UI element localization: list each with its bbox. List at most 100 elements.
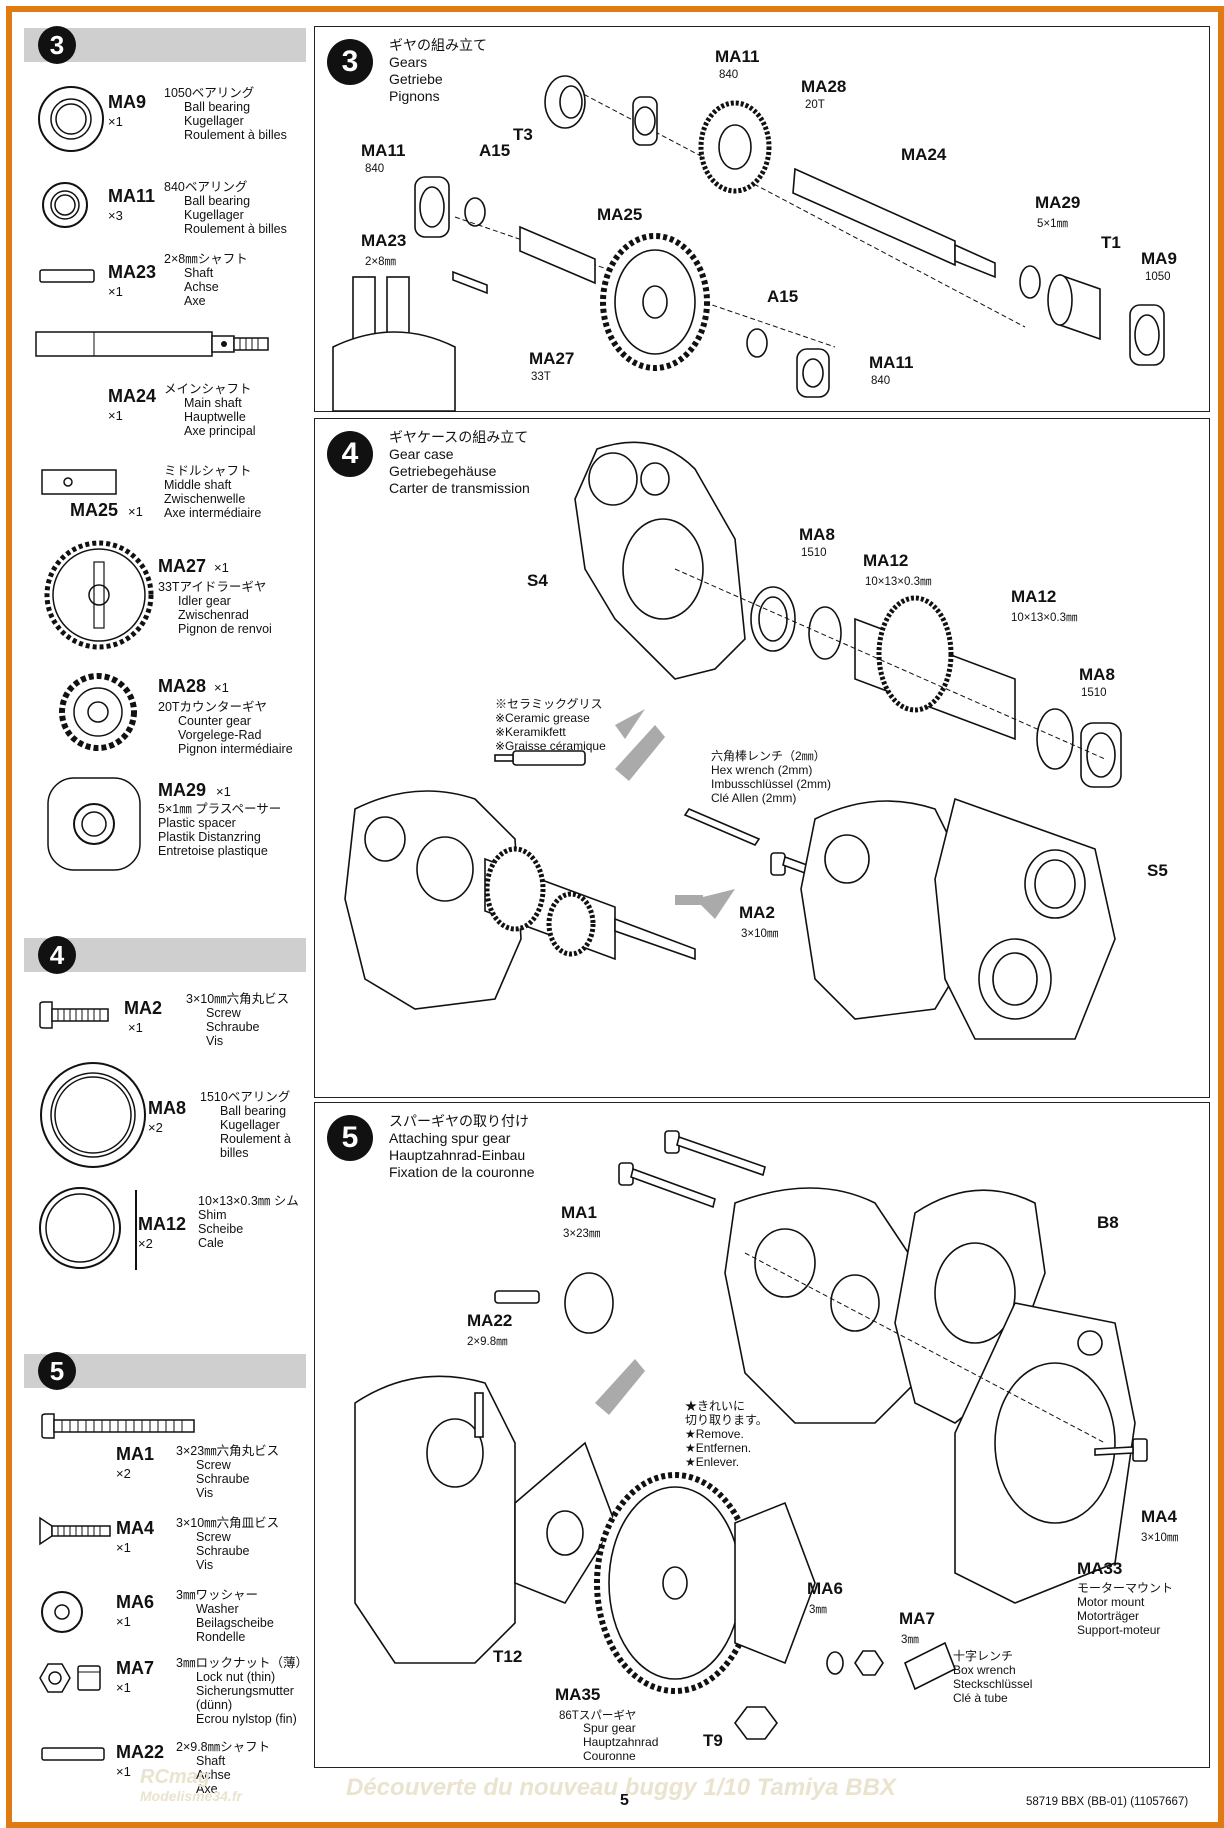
part-code: MA12 <box>138 1214 187 1234</box>
part-code: MA1 <box>116 1444 155 1464</box>
plastic-spacer-icon <box>47 777 141 871</box>
part-qty: ×1 <box>108 284 123 299</box>
label-ma27: MA27 <box>529 349 575 368</box>
step-number: 3 <box>327 39 373 85</box>
label-ma7-sub: 3㎜ <box>901 1634 919 1646</box>
part-qty: ×1 <box>116 1764 131 1779</box>
countersunk-screw-icon <box>39 1516 111 1546</box>
middle-shaft-icon <box>41 469 117 495</box>
label-ma2-sub: 3×10㎜ <box>741 928 779 940</box>
label-ma12-sub: 10×13×0.3㎜ <box>1011 612 1078 624</box>
watermark-site: Modelisme34.fr <box>140 1788 242 1804</box>
label-ma1-sub: 3×23㎜ <box>563 1228 601 1240</box>
hex-wrench-note: 六角棒レンチ（2㎜）Hex wrench (2mm)Imbusschlüssel… <box>711 749 832 805</box>
part-code: MA24 <box>108 386 157 406</box>
part-code: MA11 <box>108 186 156 206</box>
label-ma23-sub: 2×8㎜ <box>365 256 397 268</box>
label-t1: T1 <box>1101 233 1121 252</box>
part-code: MA25 <box>70 500 119 520</box>
section-number: 5 <box>38 1352 76 1390</box>
label-ma24: MA24 <box>901 145 947 164</box>
part-qty: ×2 <box>138 1236 153 1251</box>
part-qty: ×1 <box>108 408 123 423</box>
label-ma11: MA11 <box>361 141 406 160</box>
gear-case-exploded-diagram <box>344 441 1122 1040</box>
ball-bearing-icon <box>42 182 88 228</box>
idler-gear-icon <box>44 540 154 650</box>
part-code: MA23 <box>108 262 157 282</box>
label-ma35-sub: 86Tスパーギヤ <box>559 1710 637 1722</box>
part-code: MA6 <box>116 1592 155 1612</box>
part-qty: ×1 <box>128 504 143 519</box>
label-ma22: MA22 <box>467 1311 513 1330</box>
spur-gear-exploded-diagram <box>354 1130 1148 1740</box>
part-qty: ×1 <box>116 1680 131 1695</box>
shim-icon <box>39 1187 137 1270</box>
label-a15: A15 <box>767 287 799 306</box>
part-desc: 3㎜ロックナット（薄）Lock nut (thin)Sicherungsmutt… <box>176 1656 308 1726</box>
label-ma12: MA12 <box>863 551 909 570</box>
part-qty: ×1 <box>216 784 231 799</box>
label-ma1: MA1 <box>561 1203 597 1222</box>
section-bar-3: 3 <box>24 26 306 64</box>
label-ma7: MA7 <box>899 1609 935 1628</box>
label-ma8-sub: 1510 <box>1081 687 1107 699</box>
part-qty: ×1 <box>108 114 123 129</box>
label-ma8: MA8 <box>799 525 835 544</box>
step-number: 5 <box>327 1115 373 1161</box>
label-t3: T3 <box>513 125 533 144</box>
label-ma27-sub: 33T <box>531 371 551 383</box>
ball-bearing-icon <box>40 1062 146 1168</box>
label-ma11-sub: 840 <box>719 69 739 81</box>
part-code: MA22 <box>116 1742 165 1762</box>
label-ma6: MA6 <box>807 1579 843 1598</box>
screw-icon <box>41 1413 195 1439</box>
shaft-icon <box>39 269 95 283</box>
label-ma28: MA28 <box>801 77 847 96</box>
label-t12: T12 <box>493 1647 523 1666</box>
part-code: MA2 <box>124 998 163 1018</box>
main-shaft-icon <box>35 331 269 357</box>
product-code: 58719 BBX (BB-01) (11057667) <box>1026 1796 1189 1808</box>
label-ma4-sub: 3×10㎜ <box>1141 1532 1179 1544</box>
label-ma11: MA11 <box>869 353 914 372</box>
part-qty: ×2 <box>116 1466 131 1481</box>
washer-icon <box>41 1591 83 1633</box>
screw-icon <box>39 1001 109 1029</box>
label-ma11-sub: 840 <box>365 163 385 175</box>
label-ma11: MA11 <box>715 47 760 66</box>
label-a15: A15 <box>479 141 511 160</box>
grease-note: ※セラミックグリス※Ceramic grease※Keramikfett※Gra… <box>495 697 606 753</box>
part-qty: ×2 <box>148 1120 163 1135</box>
part-qty: ×1 <box>214 680 229 695</box>
label-ma23: MA23 <box>361 231 407 250</box>
label-ma9: MA9 <box>1141 249 1177 268</box>
part-code: MA4 <box>116 1518 155 1538</box>
page-number: 5 <box>620 1792 629 1809</box>
part-qty: ×1 <box>116 1540 131 1555</box>
label-ma6-sub: 3㎜ <box>809 1604 827 1616</box>
